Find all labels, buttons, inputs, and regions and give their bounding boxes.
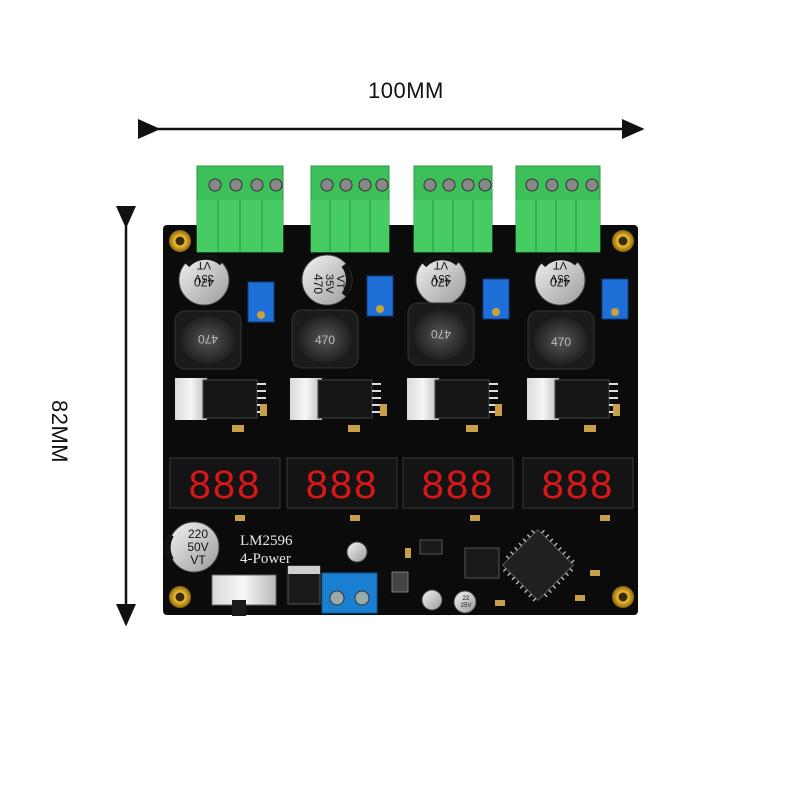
svg-text:VT: VT [434,259,448,271]
inductor-2: 470 [291,309,359,369]
inductor-1: 470 [174,310,242,370]
svg-text:25V: 25V [461,603,472,609]
svg-text:470: 470 [551,335,571,349]
terminal-block-2 [310,165,390,253]
cap-series: VT [197,259,211,271]
capacitor-channel-3: 470 35V VT [415,254,467,306]
trimmer-pot-3 [482,278,510,320]
inductor-4: 470 [527,310,595,370]
svg-text:470: 470 [315,333,335,347]
display-readout: 888 [306,463,379,507]
svg-text:470: 470 [431,275,451,289]
capacitor-channel-4: 470 35V VT [534,254,586,306]
svg-text:470: 470 [198,332,218,346]
blue-input-terminal [321,572,378,614]
microcontroller-chip [501,528,575,602]
inductor-3: 470 [407,302,475,366]
pcb-board [163,225,638,615]
display-readout: 888 [422,463,495,507]
width-dimension-label: 100MM [368,78,444,103]
display-readout: 888 [542,463,615,507]
capacitor-channel-2: 470 35V VT [301,254,353,306]
svg-text:470: 470 [431,327,451,341]
svg-text:220: 220 [188,527,208,541]
terminal-block-3 [413,165,493,253]
cap-value: 470 [194,275,214,289]
cap-voltage: 35V [194,272,214,284]
seven-segment-display-4: 888 [522,457,634,509]
main-capacitor: 220 50V VT [164,521,220,573]
title-silkscreen: 4-Power [240,551,291,567]
display-readout: 888 [189,463,262,507]
small-capacitor [421,589,443,611]
svg-text:50V: 50V [187,540,208,554]
svg-text:35V: 35V [323,274,335,294]
svg-text:VT: VT [190,553,206,567]
svg-text:470: 470 [311,274,325,294]
svg-text:VT: VT [334,275,346,289]
svg-text:35V: 35V [550,272,570,284]
regulator-3 [407,378,498,420]
regulator-4 [527,378,618,420]
seven-segment-display-1: 888 [169,457,281,509]
crystal [391,571,409,593]
regulator-2 [290,378,381,420]
model-silkscreen: LM2596 [240,533,293,549]
svg-text:470: 470 [550,275,570,289]
svg-text:35V: 35V [431,272,451,284]
seven-segment-display-3: 888 [402,457,514,509]
terminal-block-4 [515,165,601,253]
svg-text:22: 22 [463,596,470,602]
trimmer-pot-1 [247,281,275,323]
trimmer-pot-4 [601,278,629,320]
regulator-1 [175,378,266,420]
seven-segment-display-2: 888 [286,457,398,509]
small-capacitor: 22 25V [453,590,477,614]
terminal-block-1 [196,165,284,253]
svg-text:VT: VT [553,259,567,271]
power-switch [211,574,277,616]
capacitor-channel-1: 470 35V VT [178,253,230,306]
trimmer-pot-2 [366,275,394,317]
small-capacitor [346,541,368,563]
